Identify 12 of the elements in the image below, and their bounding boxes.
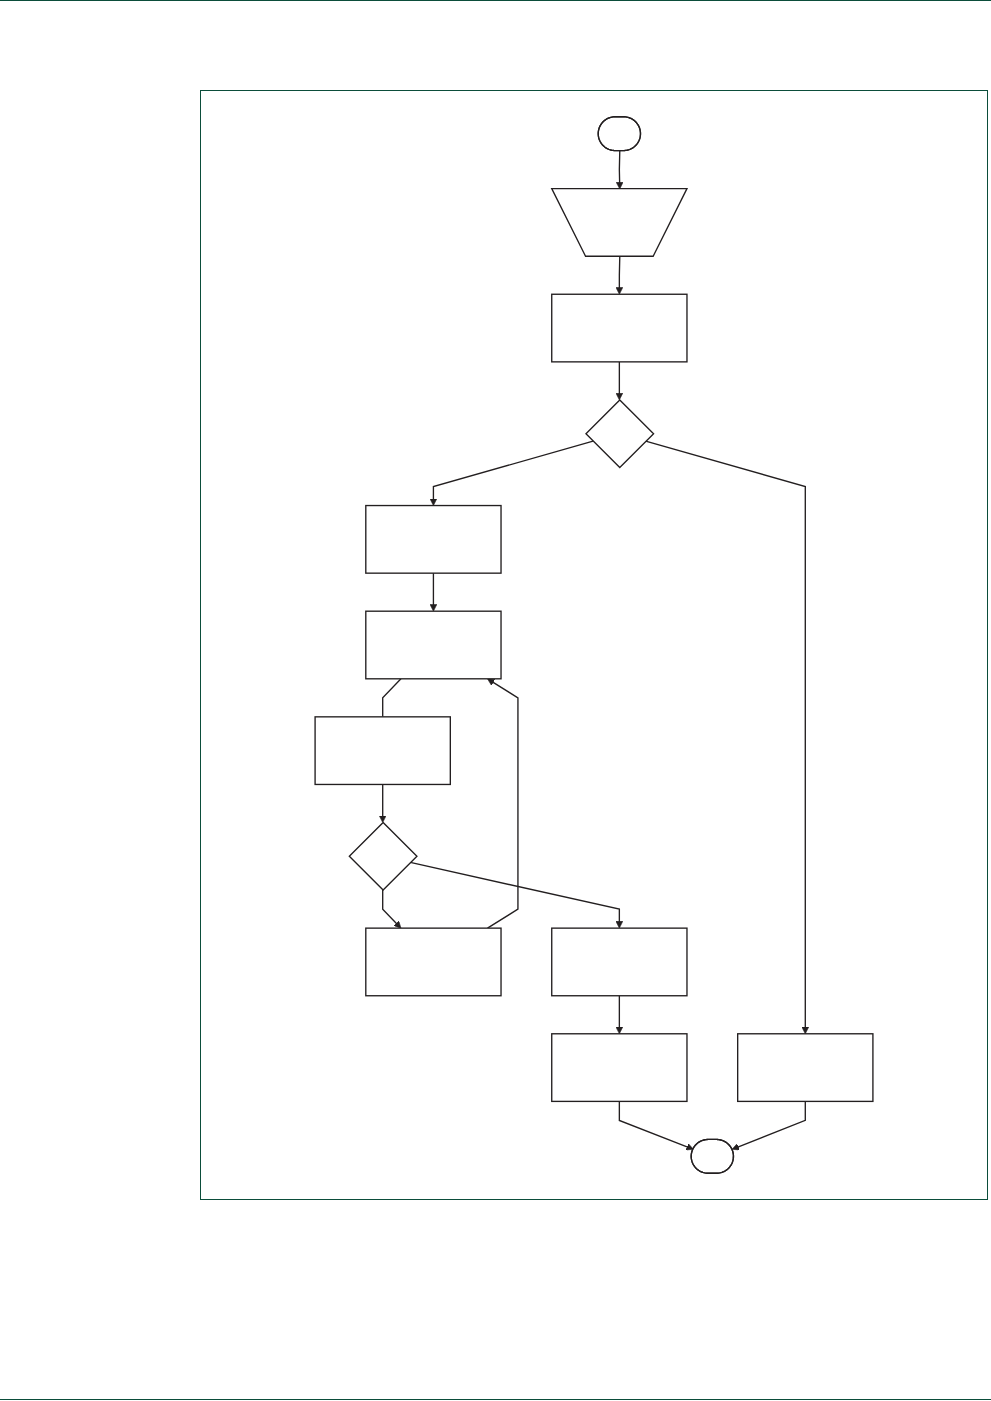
arrow (615, 361, 624, 401)
arrow (731, 1100, 806, 1151)
arrow (429, 572, 438, 612)
arrow (618, 1100, 694, 1151)
arrow (429, 440, 594, 506)
arrow (379, 783, 387, 823)
connector (382, 678, 402, 718)
arrow (409, 861, 624, 929)
arrow (615, 995, 624, 1035)
arrow (486, 678, 519, 929)
arrow (645, 440, 809, 1035)
arrow (382, 889, 402, 929)
